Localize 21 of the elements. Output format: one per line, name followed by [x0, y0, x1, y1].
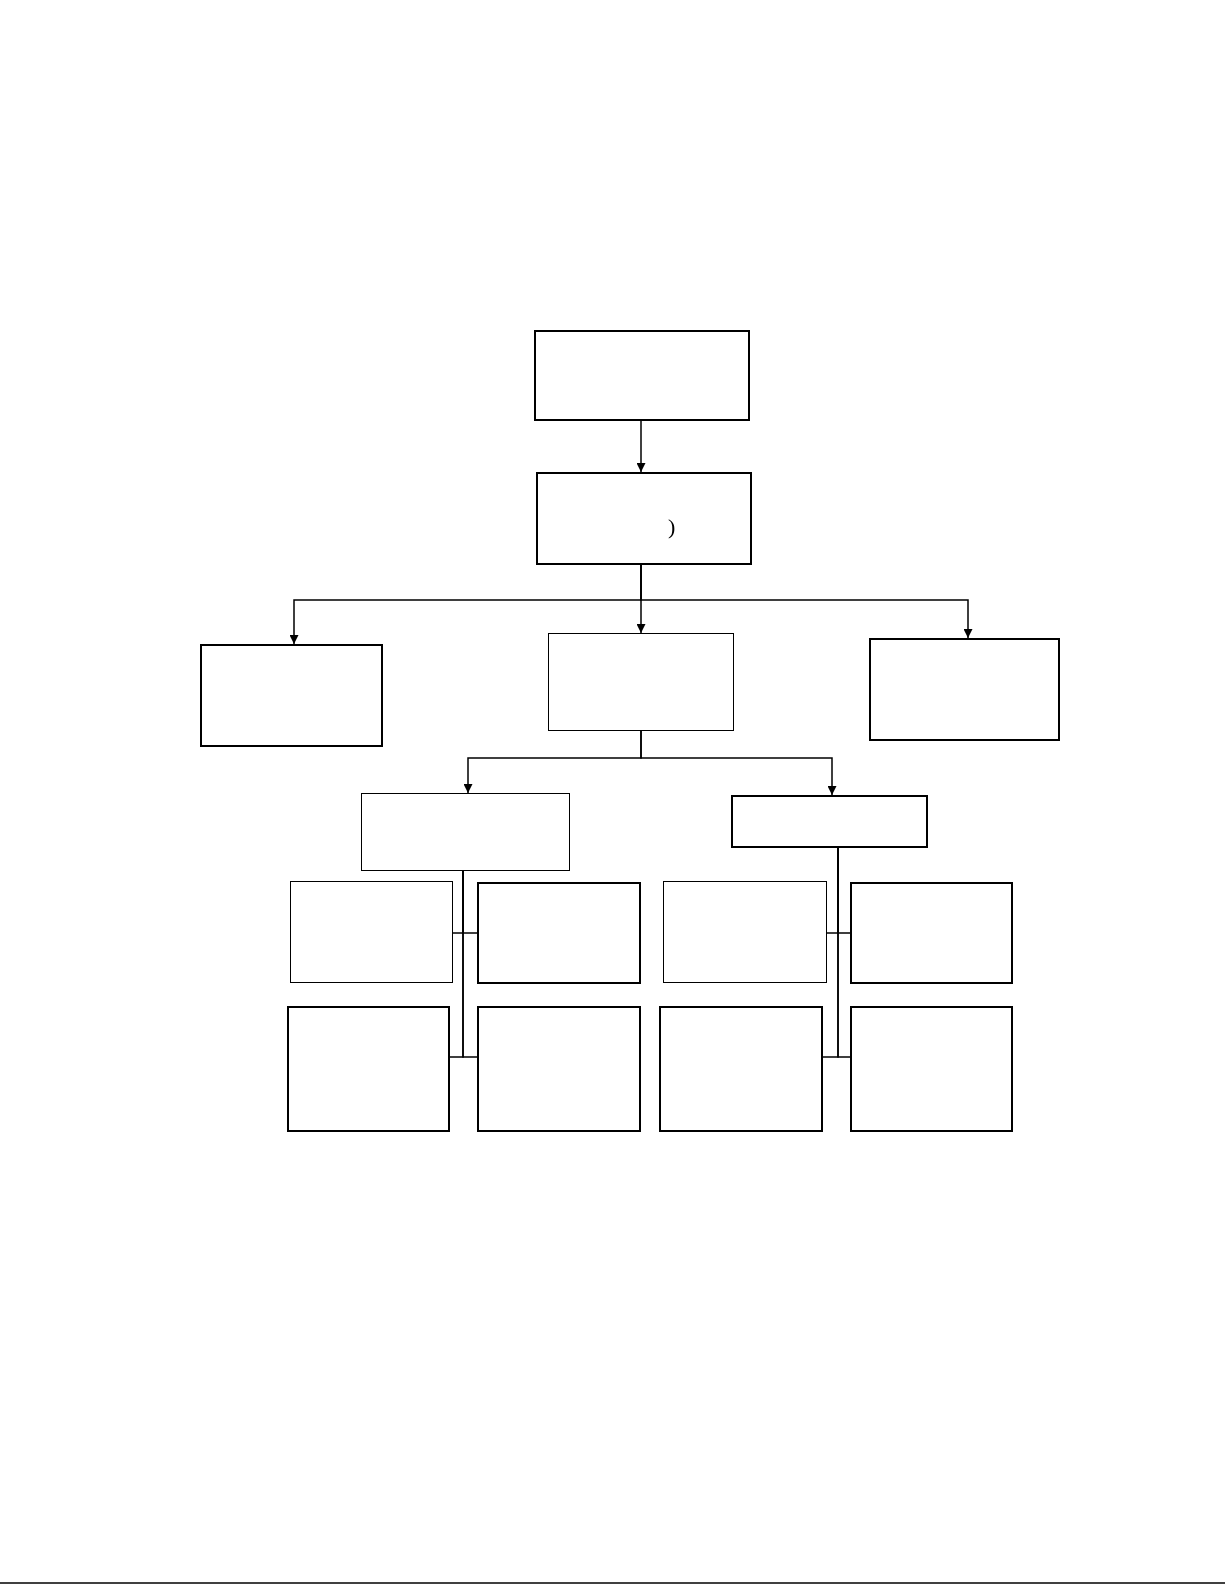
empty-box — [548, 633, 734, 731]
empty-box — [477, 1006, 641, 1132]
empty-box — [290, 881, 453, 983]
box-text: ) — [668, 516, 676, 538]
empty-box — [850, 1006, 1013, 1132]
empty-box — [869, 638, 1060, 741]
process-box — [536, 472, 752, 565]
connector-line — [462, 870, 478, 1058]
arrow — [640, 730, 837, 796]
arrow — [636, 420, 646, 473]
arrow — [640, 564, 973, 639]
empty-box — [534, 330, 750, 421]
empty-box — [731, 795, 928, 848]
connector-line — [837, 847, 851, 1058]
empty-box — [287, 1006, 450, 1132]
empty-box — [477, 882, 641, 984]
empty-box — [200, 644, 383, 747]
empty-box — [850, 882, 1013, 984]
empty-box — [361, 793, 570, 871]
empty-box — [663, 881, 827, 983]
empty-box — [659, 1006, 823, 1132]
